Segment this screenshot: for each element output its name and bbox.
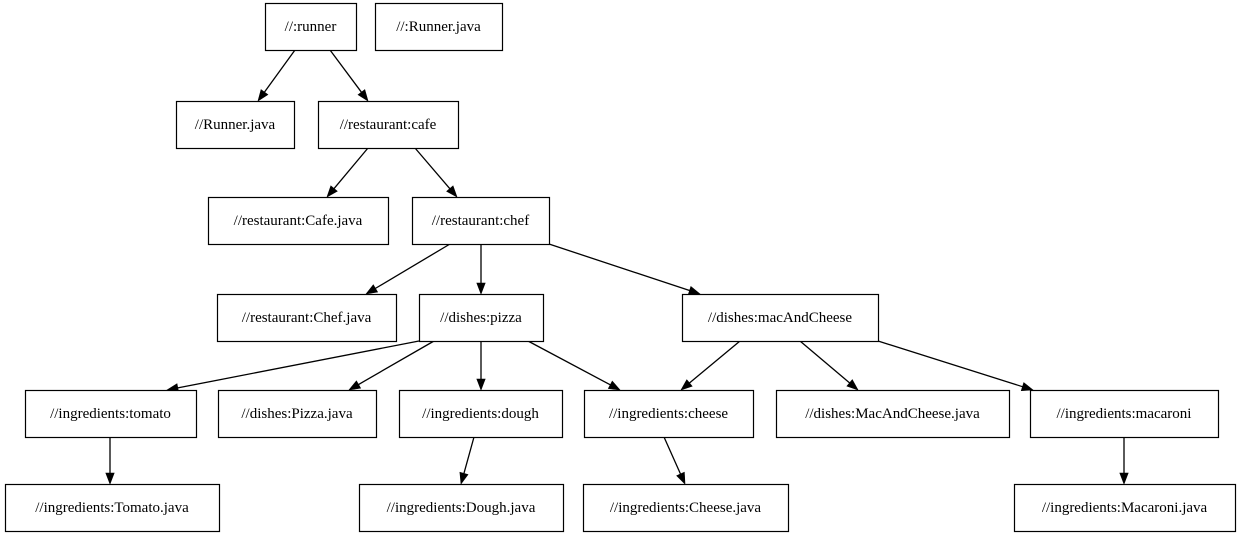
edge-restaurant_chef-to-chef_java xyxy=(365,243,451,295)
node-ing_cheese[interactable]: //ingredients:cheese xyxy=(583,389,755,439)
node-label-dishes_mac: //dishes:macAndCheese xyxy=(708,310,852,326)
node-restaurant_chef[interactable]: //restaurant:chef xyxy=(411,196,551,246)
edge-dishes_pizza-to-ing_cheese xyxy=(527,340,621,391)
node-restaurant_cafe[interactable]: //restaurant:cafe xyxy=(317,100,460,150)
edge-ing_tomato-to-tomato_java xyxy=(105,437,115,485)
node-dishes_mac[interactable]: //dishes:macAndCheese xyxy=(681,293,880,343)
node-cafe_java[interactable]: //restaurant:Cafe.java xyxy=(207,196,390,246)
node-cheese_java[interactable]: //ingredients:Cheese.java xyxy=(582,483,790,533)
edge-dishes_pizza-to-ing_tomato xyxy=(166,340,420,393)
node-runner_java[interactable]: //Runner.java xyxy=(175,100,296,150)
edge-restaurant_cafe-to-restaurant_chef xyxy=(414,147,458,198)
node-label-runner: //:runner xyxy=(285,19,337,35)
node-dough_java[interactable]: //ingredients:Dough.java xyxy=(358,483,565,533)
node-label-runner_java: //Runner.java xyxy=(195,117,276,133)
edge-restaurant_cafe-to-cafe_java xyxy=(326,147,369,198)
edge-dishes_mac-to-ing_macaroni xyxy=(877,340,1034,392)
node-tomato_java[interactable]: //ingredients:Tomato.java xyxy=(4,483,221,533)
node-ing_tomato[interactable]: //ingredients:tomato xyxy=(24,389,198,439)
edge-runner-to-restaurant_cafe xyxy=(329,49,369,102)
node-label-mac_java: //dishes:MacAndCheese.java xyxy=(805,406,980,422)
node-label-ing_dough: //ingredients:dough xyxy=(422,406,539,422)
node-chef_java[interactable]: //restaurant:Chef.java xyxy=(216,293,398,343)
edge-ing_macaroni-to-macaroni_java xyxy=(1119,437,1129,485)
edge-dishes_mac-to-mac_java xyxy=(799,340,859,391)
node-mac_java[interactable]: //dishes:MacAndCheese.java xyxy=(775,389,1011,439)
node-label-cheese_java: //ingredients:Cheese.java xyxy=(610,500,762,516)
node-pizza_java[interactable]: //dishes:Pizza.java xyxy=(217,389,378,439)
node-label-tomato_java: //ingredients:Tomato.java xyxy=(35,500,189,516)
edge-dishes_pizza-to-ing_dough xyxy=(476,341,486,391)
node-label-cafe_java: //restaurant:Cafe.java xyxy=(234,213,363,229)
node-ing_macaroni[interactable]: //ingredients:macaroni xyxy=(1029,389,1220,439)
node-label-restaurant_cafe: //restaurant:cafe xyxy=(340,117,437,133)
node-ing_dough[interactable]: //ingredients:dough xyxy=(398,389,564,439)
node-macaroni_java[interactable]: //ingredients:Macaroni.java xyxy=(1013,483,1237,533)
node-runner_java_root[interactable]: //:Runner.java xyxy=(374,2,504,52)
edge-dishes_mac-to-ing_cheese xyxy=(680,340,741,391)
edge-dishes_pizza-to-pizza_java xyxy=(348,340,435,391)
node-label-ing_cheese: //ingredients:cheese xyxy=(609,406,728,422)
node-label-chef_java: //restaurant:Chef.java xyxy=(242,310,372,326)
node-label-restaurant_chef: //restaurant:chef xyxy=(432,213,529,229)
node-label-macaroni_java: //ingredients:Macaroni.java xyxy=(1042,500,1208,516)
edge-restaurant_chef-to-dishes_pizza xyxy=(476,244,486,295)
node-label-runner_java_root: //:Runner.java xyxy=(396,19,481,35)
node-dishes_pizza[interactable]: //dishes:pizza xyxy=(418,293,545,343)
edge-ing_dough-to-dough_java xyxy=(459,436,475,485)
edge-ing_cheese-to-cheese_java xyxy=(663,436,686,485)
nodes-layer: //:runner //:Runner.java //Runner.java //re… xyxy=(4,2,1237,533)
node-runner[interactable]: //:runner xyxy=(264,2,358,52)
edge-restaurant_chef-to-dishes_mac xyxy=(548,243,701,295)
edge-runner-to-runner_java xyxy=(257,49,296,102)
node-label-pizza_java: //dishes:Pizza.java xyxy=(241,406,353,422)
node-label-dough_java: //ingredients:Dough.java xyxy=(387,500,536,516)
node-label-ing_macaroni: //ingredients:macaroni xyxy=(1057,406,1192,422)
node-label-ing_tomato: //ingredients:tomato xyxy=(50,406,171,422)
node-label-dishes_pizza: //dishes:pizza xyxy=(440,310,522,326)
